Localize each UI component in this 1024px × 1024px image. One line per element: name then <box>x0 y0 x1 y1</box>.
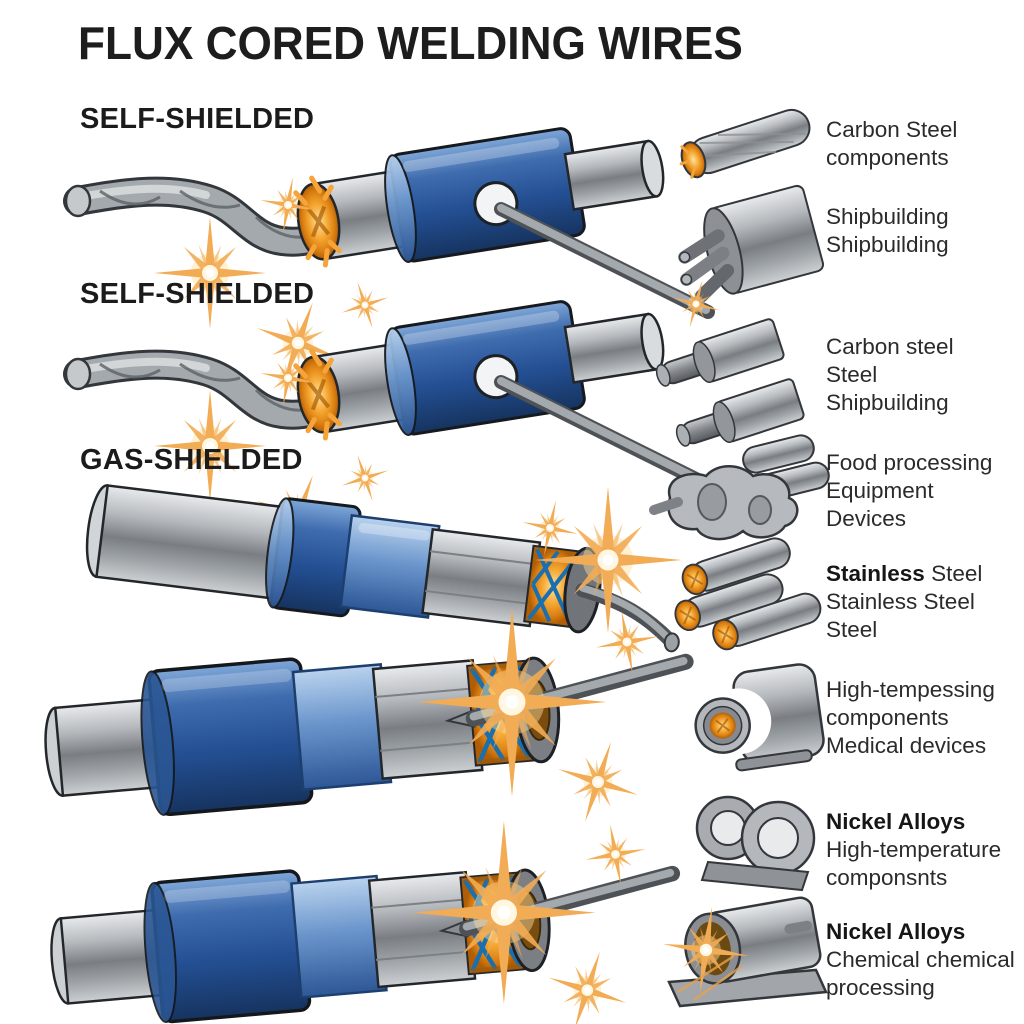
app-text: Carbon Steel <box>826 117 958 142</box>
app-text: Stainless Steel <box>826 589 975 614</box>
app-text: components <box>826 705 949 730</box>
app-text: processing <box>826 975 935 1000</box>
wire-bundle-cylinder-icon <box>665 184 825 335</box>
diagram-flux-core-cutaway-1 <box>40 606 695 835</box>
app-line: Nickel Alloys <box>826 808 1022 836</box>
app-line: Steel <box>826 361 1022 389</box>
flux-core-tubes-icon <box>670 533 826 654</box>
application-entry-nickel-alloys-chemical: Nickel Alloys Chemical chemical processi… <box>826 918 1022 1002</box>
app-line: Food processing <box>826 449 1022 477</box>
diagram-gas-shielded <box>85 484 682 653</box>
app-line: Carbon steel <box>826 333 1022 361</box>
page-title: FLUX CORED WELDING WIRES <box>78 17 743 69</box>
application-entry-stainless-steel: Stainless Steel Stainless Steel Steel <box>826 560 1022 644</box>
app-line: High-tempessing <box>826 676 1022 704</box>
stepped-shafts-icon <box>650 316 806 459</box>
app-line: components <box>826 704 1022 732</box>
app-line: Stainless Steel <box>826 588 1022 616</box>
app-line: components <box>826 144 1022 172</box>
app-line: Equipment <box>826 477 1022 505</box>
app-line: Shipbuilding <box>826 203 1022 231</box>
flange-fitting-icon <box>649 434 830 541</box>
app-text: Medical devices <box>826 733 987 758</box>
app-text: Food processing <box>826 450 993 475</box>
sparking-tube-mount-icon <box>656 896 828 1008</box>
app-line: Nickel Alloys <box>826 918 1022 946</box>
application-entry-medical-devices: High-tempessing components Medical devic… <box>826 676 1022 760</box>
app-text: components <box>826 145 949 170</box>
app-text-bold: Stainless <box>826 561 925 586</box>
app-line: processing <box>826 974 1022 1002</box>
app-text: componsnts <box>826 865 948 890</box>
app-text: Carbon steel <box>826 334 954 359</box>
app-text-bold: Nickel Alloys <box>826 919 966 944</box>
application-entry-nickel-alloys-high-temp: Nickel Alloys High-temperature componsnt… <box>826 808 1022 892</box>
diagram-flux-core-cutaway-2 <box>46 819 681 1024</box>
app-text: Shipbuilding <box>826 232 949 257</box>
diagram-label-gas-shielded: GAS-SHIELDED <box>80 444 303 476</box>
app-line: Steel <box>826 616 1022 644</box>
app-line: Shipbuilding <box>826 231 1022 259</box>
app-line: Stainless Steel <box>826 560 1022 588</box>
diagram-label-self-shielded-1: SELF-SHIELDED <box>80 103 315 135</box>
diagram-label-self-shielded-2: SELF-SHIELDED <box>80 278 315 310</box>
application-entry-carbon-steel-shipbuilding: Carbon steel Steel Shipbuilding <box>826 333 1022 417</box>
app-text: Steel <box>924 561 983 586</box>
app-text: Shipbuilding <box>826 204 949 229</box>
flux-cored-wire-rod-icon <box>679 108 811 179</box>
app-text: Shipbuilding <box>826 390 949 415</box>
app-text-bold: Nickel Alloys <box>826 809 966 834</box>
app-line: High-temperature <box>826 836 1022 864</box>
app-text: Chemical chemical <box>826 947 1015 972</box>
app-line: Medical devices <box>826 732 1022 760</box>
tube-in-channel-icon <box>694 663 825 772</box>
app-text: Devices <box>826 506 907 531</box>
application-entry-carbon-steel: Carbon Steel components <box>826 116 1022 172</box>
app-line: Shipbuilding <box>826 389 1022 417</box>
application-entry-shipbuilding: Shipbuilding Shipbuilding <box>826 203 1022 259</box>
app-line: Devices <box>826 505 1022 533</box>
app-text: High-temperature <box>826 837 1002 862</box>
app-line: Chemical chemical <box>826 946 1022 974</box>
app-text: Steel <box>826 362 878 387</box>
app-line: Carbon Steel <box>826 116 1022 144</box>
app-text: High-tempessing <box>826 677 995 702</box>
double-channel-clamp-icon <box>695 795 816 892</box>
app-line: componsnts <box>826 864 1022 892</box>
app-text: Steel <box>826 617 878 642</box>
application-entry-food-processing: Food processing Equipment Devices <box>826 449 1022 533</box>
app-text: Equipment <box>826 478 934 503</box>
